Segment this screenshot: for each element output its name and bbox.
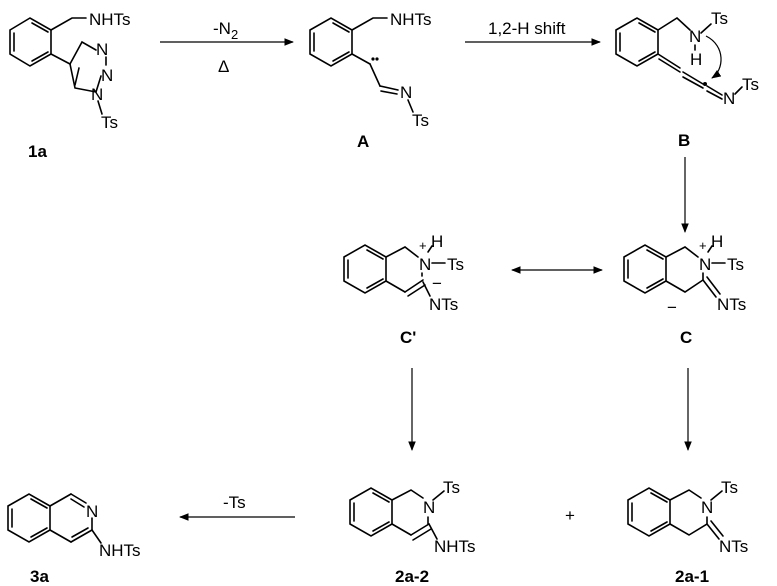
ketenimine-dot	[703, 82, 707, 86]
n-h: H	[711, 232, 723, 251]
imine-label: NTs	[719, 537, 748, 556]
ring-n: N	[423, 498, 435, 517]
amine-label: NHTs	[99, 541, 141, 560]
compound-3a: N NHTs 3a	[7, 493, 141, 586]
ring-n: N	[86, 502, 98, 521]
compound-label-C: C	[680, 328, 692, 347]
compound-A: NHTs N Ts A	[309, 10, 432, 151]
benzene-ring	[615, 17, 659, 67]
ts-label: Ts	[447, 255, 464, 274]
ring-n: N	[699, 255, 711, 274]
n-plus: +	[699, 238, 707, 253]
amine-n: N	[689, 27, 701, 46]
benzene-ring	[349, 487, 393, 537]
benzene-ring	[623, 244, 667, 294]
compound-B: N Ts H N Ts B	[615, 9, 759, 150]
triazole-n1: N	[96, 40, 108, 59]
amine-h: H	[690, 50, 702, 69]
ts-label: Ts	[443, 478, 460, 497]
ts-label: Ts	[721, 478, 738, 497]
carbanion-minus: −	[667, 298, 677, 317]
compound-2a-1: N Ts NTs 2a-1	[627, 478, 748, 586]
benzene-ring	[7, 493, 51, 543]
imine-n: N	[400, 83, 412, 102]
carbene-dot-1	[371, 57, 375, 61]
amine-label: NHTs	[434, 537, 476, 556]
carbene-dot-2	[375, 57, 379, 61]
arrow-step-2: 1,2-H shift	[465, 19, 601, 46]
curved-arrow	[705, 35, 722, 79]
arrow-detosylation: -Ts	[179, 493, 295, 521]
benzene-ring	[309, 17, 353, 67]
triazole-ring	[69, 40, 102, 93]
compound-label-A: A	[357, 132, 369, 151]
compound-C-prime: N + H Ts − NTs C'	[343, 232, 464, 347]
benzene-ring	[9, 17, 52, 67]
ts-label: Ts	[412, 111, 429, 130]
plus-sign: +	[565, 506, 575, 525]
compound-label-C-prime: C'	[400, 328, 416, 347]
carbanion-minus: −	[432, 274, 442, 293]
arrow-label-minus-n2: -N2	[213, 19, 238, 42]
n-plus: +	[419, 238, 427, 253]
ts-label: Ts	[711, 9, 728, 28]
compound-label-2a-2: 2a-2	[395, 567, 429, 586]
arrow-step-1: -N2 Δ	[160, 19, 294, 76]
triazole-n3: N	[91, 85, 103, 104]
benzene-ring	[343, 244, 387, 294]
ts-label: Ts	[101, 113, 118, 132]
amine-label: NTs	[429, 295, 458, 314]
compound-label-B: B	[678, 131, 690, 150]
triazole-n2: N	[101, 66, 113, 85]
nhts-label: NHTs	[390, 10, 432, 29]
arrow-label-h-shift: 1,2-H shift	[488, 19, 566, 38]
compound-label-2a-1: 2a-1	[675, 567, 709, 586]
compound-label-3a: 3a	[30, 567, 49, 586]
compound-label-1a: 1a	[28, 142, 47, 161]
compound-1a: NHTs N N N Ts 1a	[9, 10, 131, 161]
arrow-label-minus-ts: -Ts	[223, 493, 246, 512]
ring-n: N	[419, 255, 431, 274]
ring-n: N	[701, 498, 713, 517]
benzene-ring	[627, 487, 671, 537]
n-h: H	[431, 232, 443, 251]
compound-C: N + H Ts − NTs C	[623, 232, 746, 347]
imine-label: NTs	[717, 295, 746, 314]
pyridine-ring	[49, 493, 93, 543]
arrow-label-heat: Δ	[218, 57, 229, 76]
ts-label: Ts	[727, 255, 744, 274]
ketenimine-n: N	[723, 89, 735, 108]
compound-2a-2: N Ts NHTs 2a-2	[349, 478, 476, 586]
nhts-label: NHTs	[89, 10, 131, 29]
ts-label-2: Ts	[742, 75, 759, 94]
